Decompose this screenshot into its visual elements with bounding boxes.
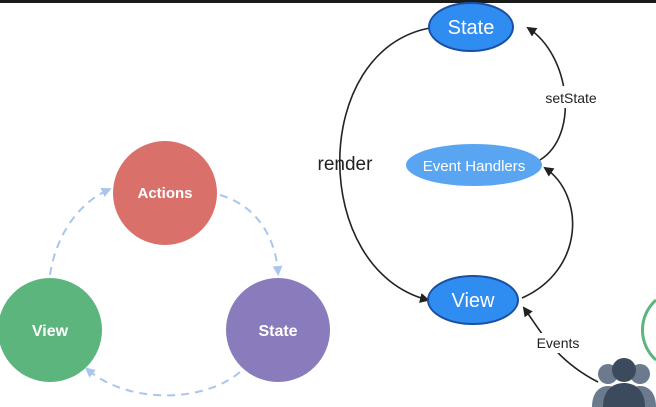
state-label: State xyxy=(258,323,297,340)
flow-view-node: View xyxy=(427,275,519,325)
event-handlers-node: Event Handlers xyxy=(406,144,542,186)
arrow-actions-to-state xyxy=(219,194,283,276)
arrow-view-to-handlers xyxy=(521,166,574,299)
arrow-view-to-actions xyxy=(49,187,112,276)
state-node: State xyxy=(226,278,330,382)
event-handlers-label: Event Handlers xyxy=(423,158,526,175)
render-label: render xyxy=(318,154,374,175)
view-label: View xyxy=(32,323,69,340)
top-border-line xyxy=(0,0,656,3)
actions-node: Actions xyxy=(113,141,217,245)
actions-label: Actions xyxy=(137,185,192,202)
flow-state-label: State xyxy=(448,17,495,39)
setstate-label: setState xyxy=(545,90,597,106)
events-label: Events xyxy=(537,335,580,351)
flow-view-label: View xyxy=(452,290,496,312)
edge-partial-circle xyxy=(641,298,656,362)
flow-state-node: State xyxy=(428,2,514,52)
arrow-render xyxy=(338,27,431,303)
users-icon xyxy=(592,358,656,407)
arrow-state-to-view xyxy=(84,367,241,397)
view-node: View xyxy=(0,278,102,382)
